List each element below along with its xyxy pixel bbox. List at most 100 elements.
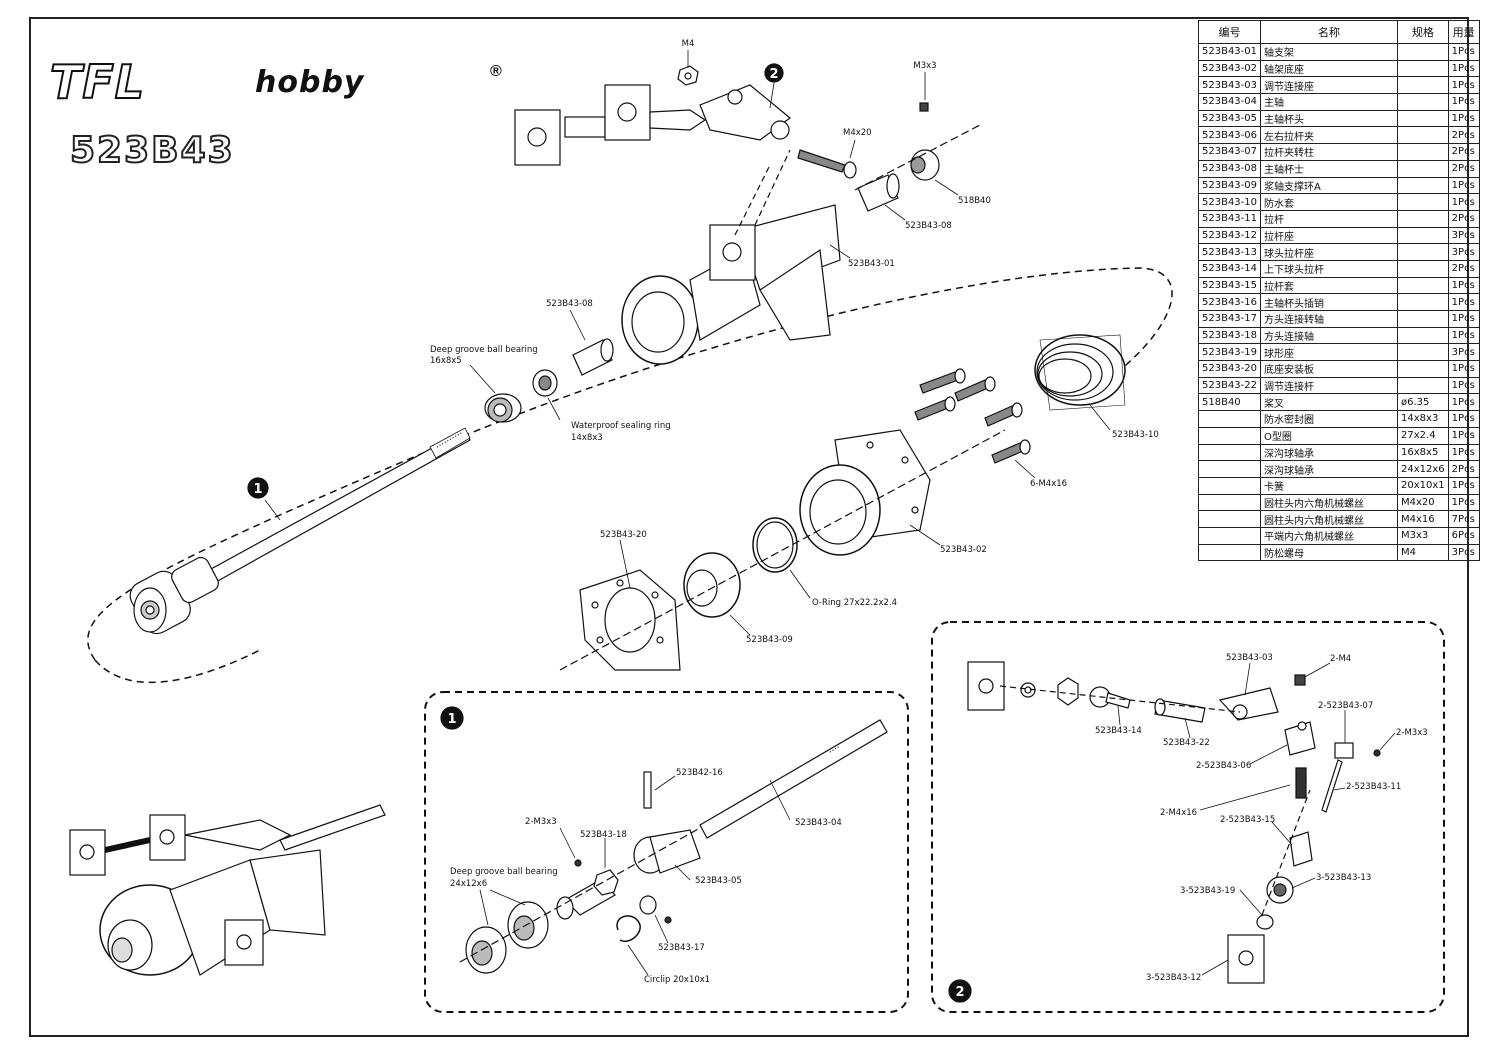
inset-1-badge: 1 bbox=[440, 706, 464, 730]
leader-lines bbox=[264, 50, 1111, 636]
part-code: 523B43-05 bbox=[1197, 109, 1262, 128]
label-523B43-08-top: 523B43-08 bbox=[905, 221, 952, 231]
bearing-16x8x5 bbox=[484, 393, 522, 423]
svg-text:1: 1 bbox=[253, 482, 262, 497]
label-523B43-05: 523B43-05 bbox=[695, 876, 742, 886]
label-m4: M4 bbox=[682, 39, 695, 49]
label-523B43-20: 523B43-20 bbox=[600, 530, 647, 540]
screws-6-M4x16 bbox=[914, 368, 1031, 464]
mount-plate-523B43-20 bbox=[579, 569, 681, 671]
o-ring bbox=[752, 517, 798, 573]
shaft-group-outline-lower bbox=[94, 649, 261, 684]
label-3-523B43-19: 3-523B43-19 bbox=[1180, 886, 1235, 896]
header-code: 编号 bbox=[1197, 20, 1262, 44]
part-name: 浆轴支撑环A bbox=[1260, 176, 1399, 195]
label-523B43-02: 523B43-02 bbox=[940, 545, 987, 555]
part-code: 523B43-04 bbox=[1197, 93, 1262, 111]
part-name: 防松螺母 bbox=[1260, 543, 1399, 562]
part-code: 523B43-03 bbox=[1197, 76, 1262, 95]
inset-2-leaders bbox=[1117, 662, 1396, 976]
label-523B43-09: 523B43-09 bbox=[746, 635, 793, 645]
part-qty: 1Pcs bbox=[1447, 76, 1480, 95]
part-qty: 1Pcs bbox=[1447, 376, 1480, 395]
part-qty: 1Pcs bbox=[1447, 426, 1480, 445]
label-3-523B43-12: 3-523B43-12 bbox=[1146, 973, 1201, 983]
callout-badge-1: 1 bbox=[247, 477, 269, 499]
waterproof-sealing-ring bbox=[532, 369, 558, 397]
label-o-ring: O-Ring 27x22.2x2.4 bbox=[812, 598, 897, 608]
brand-logo: TFL hobby ® bbox=[49, 54, 502, 115]
part-qty: 1Pcs bbox=[1447, 59, 1480, 78]
callout-badge-2: 2 bbox=[764, 63, 784, 83]
part-qty: 1Pcs bbox=[1447, 93, 1480, 111]
header-spec: 规格 bbox=[1397, 20, 1449, 44]
label-2-523B43-06: 2-523B43-06 bbox=[1196, 761, 1251, 771]
part-qty: 7Pcs bbox=[1447, 510, 1480, 528]
label-m4x20: M4x20 bbox=[843, 128, 872, 138]
label-m3x3: M3x3 bbox=[913, 61, 936, 71]
label-2-523B43-15: 2-523B43-15 bbox=[1220, 815, 1275, 825]
label-2-M4x16: 2-M4x16 bbox=[1160, 808, 1197, 818]
bushing-523B43-08 bbox=[572, 338, 614, 376]
inset-1-leaders bbox=[479, 775, 791, 976]
label-523B43-17: 523B43-17 bbox=[658, 943, 705, 953]
logo-brand-text: TFL bbox=[49, 54, 146, 110]
label-sealing-ring: Waterproof sealing ring bbox=[571, 421, 671, 431]
part-name: 轴架底座 bbox=[1260, 59, 1399, 78]
svg-text:2: 2 bbox=[769, 67, 778, 82]
label-bearing-16x8x5-size: 16x8x5 bbox=[430, 356, 462, 366]
label-2-M3x3: 2-M3x3 bbox=[525, 817, 557, 827]
label-6-M4x16: 6-M4x16 bbox=[1030, 479, 1067, 489]
support-ring-523B43-09 bbox=[683, 552, 741, 618]
strut-bracket-523B43-01 bbox=[621, 149, 841, 365]
part-spec: M4 bbox=[1397, 543, 1449, 562]
label-bearing-24x12x6-size: 24x12x6 bbox=[450, 879, 487, 889]
parts-table-header: 编号 名称 规格 用量 bbox=[1197, 20, 1480, 44]
label-518B40: 518B40 bbox=[958, 196, 991, 206]
label-2-523B43-07: 2-523B43-07 bbox=[1318, 701, 1373, 711]
strut-base-523B43-02 bbox=[799, 429, 931, 556]
part-qty: 1Pcs bbox=[1447, 109, 1480, 128]
part-name: 主轴 bbox=[1260, 93, 1399, 111]
label-523B43-04: 523B43-04 bbox=[795, 818, 842, 828]
label-523B43-08: 523B43-08 bbox=[546, 299, 593, 309]
label-523B43-03: 523B43-03 bbox=[1226, 653, 1273, 663]
adjust-linkage bbox=[514, 84, 791, 166]
registered-mark: ® bbox=[490, 63, 502, 80]
inset-2-parts bbox=[967, 661, 1381, 984]
header-qty: 用量 bbox=[1447, 20, 1480, 44]
label-523B43-10: 523B43-10 bbox=[1112, 430, 1159, 440]
assembled-view bbox=[69, 804, 386, 976]
part-code: 523B43-02 bbox=[1197, 59, 1262, 78]
part-qty: 1Pcs bbox=[1447, 176, 1480, 195]
part-qty: 1Pcs bbox=[1447, 326, 1480, 345]
label-523B43-18: 523B43-18 bbox=[580, 830, 627, 840]
inset-2-badge: 2 bbox=[948, 979, 972, 1003]
logo-hobby-text: hobby bbox=[255, 65, 365, 100]
inset-1-frame bbox=[424, 691, 909, 1013]
part-qty: 3Pcs bbox=[1447, 543, 1480, 562]
prop-drive-518B40 bbox=[910, 102, 940, 181]
part-qty: 1Pcs bbox=[1447, 393, 1480, 412]
label-523B43-14: 523B43-14 bbox=[1095, 726, 1142, 736]
